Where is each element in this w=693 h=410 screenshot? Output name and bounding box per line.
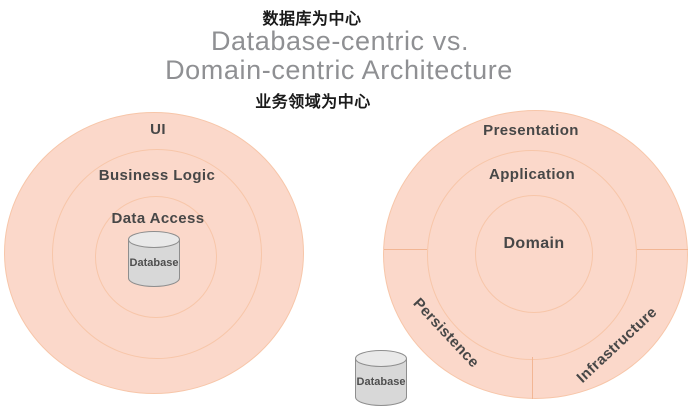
left-ring-label-ui: UI xyxy=(150,121,166,138)
left-database-label: Database xyxy=(130,257,179,269)
database-cylinder-icon: Database xyxy=(128,231,180,287)
segment-divider-right xyxy=(637,249,688,251)
main-title-line-1: Database-centric vs. xyxy=(210,26,470,56)
right-inner-ring-domain xyxy=(475,195,593,313)
right-database-label: Database xyxy=(357,376,406,388)
left-middle-ring-business-logic xyxy=(52,149,262,359)
segment-divider-left xyxy=(384,249,427,251)
right-ring-label-presentation: Presentation xyxy=(483,122,579,139)
cylinder-top xyxy=(128,231,180,248)
chinese-caption-top: 数据库为中心 xyxy=(262,11,362,28)
right-ring-label-application: Application xyxy=(488,166,576,183)
left-ring-label-data-access: Data Access xyxy=(111,210,205,227)
cylinder-body xyxy=(128,239,180,287)
segment-divider-bottom xyxy=(532,357,534,399)
left-ring-label-business-logic: Business Logic xyxy=(98,167,216,184)
right-ring-label-domain: Domain xyxy=(503,235,565,252)
cylinder-top xyxy=(355,350,407,367)
chinese-caption-bottom: 业务领域为中心 xyxy=(255,94,371,111)
main-title-line-2: Domain-centric Architecture xyxy=(165,55,513,85)
cylinder-body xyxy=(355,358,407,406)
database-cylinder-icon: Database xyxy=(355,350,407,406)
